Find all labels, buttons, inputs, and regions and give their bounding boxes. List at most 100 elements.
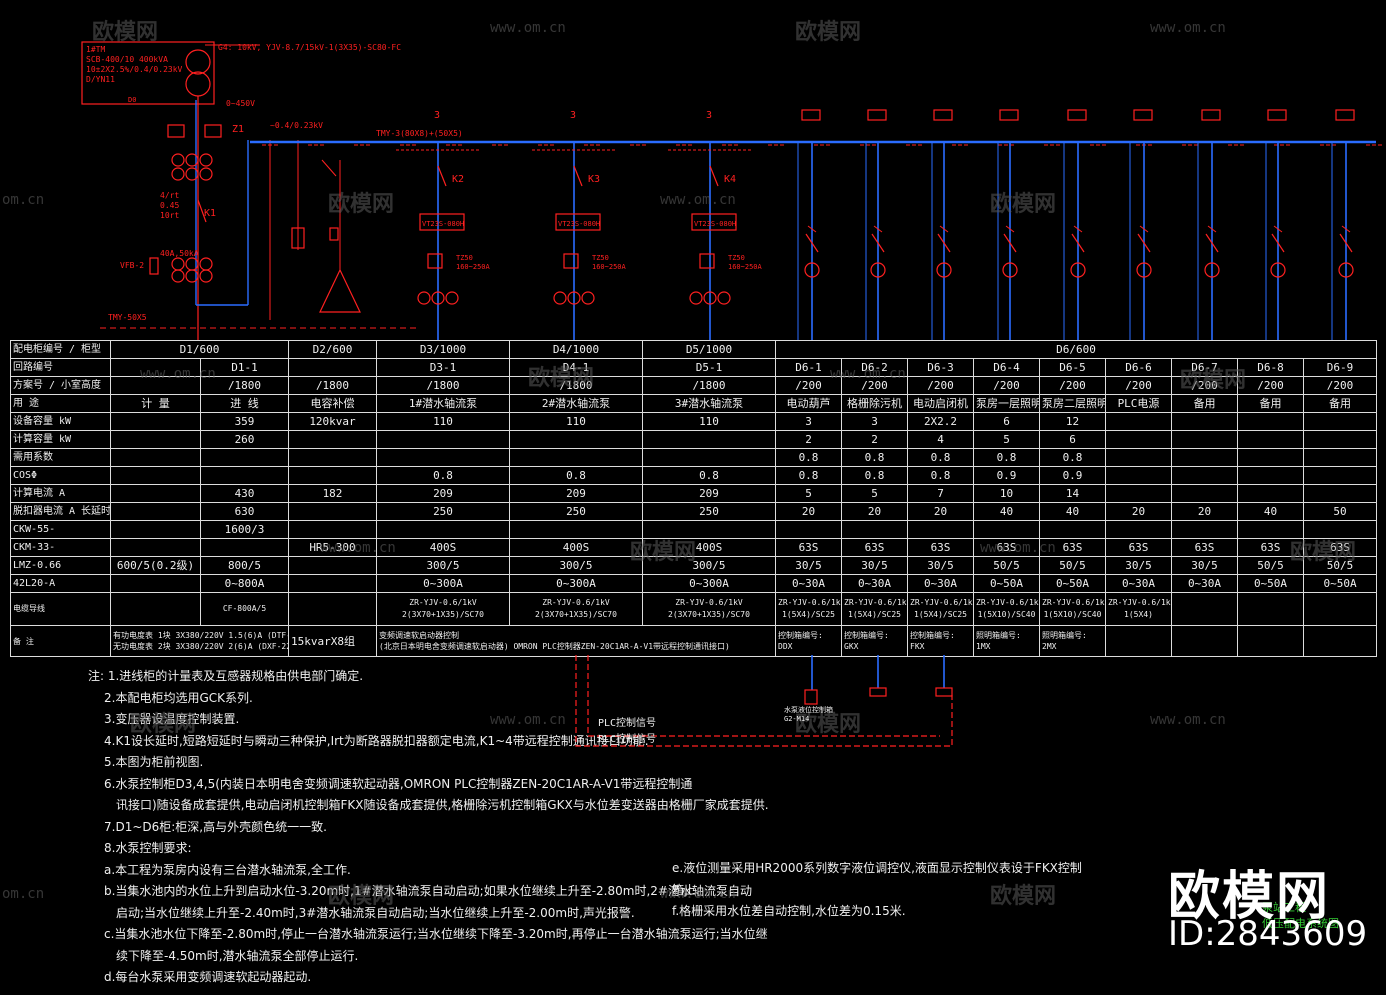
- table-cell: 30/5: [775, 556, 842, 575]
- table-cell: 300/5: [376, 556, 510, 575]
- sensor-box: [869, 687, 887, 697]
- table-cell: 电容补偿: [288, 394, 377, 413]
- breaker: [709, 165, 719, 187]
- table-cell: 30/5: [1105, 556, 1172, 575]
- table-cell: 63S: [1105, 538, 1172, 557]
- table-cell: [1171, 625, 1238, 657]
- breaker: [1139, 225, 1149, 233]
- ct-symbol: [689, 291, 703, 305]
- note-line: a.本工程为泵房内设有三台潜水轴流泵,全工作.: [104, 862, 351, 877]
- table-cell: 3: [841, 412, 908, 431]
- feeder-id: 3: [706, 110, 712, 121]
- table-cell: [841, 520, 908, 539]
- table-cell: D6-3: [907, 358, 974, 377]
- table-cell: [1105, 484, 1172, 503]
- ct-symbol: [199, 257, 213, 271]
- watermark: 欧模网: [328, 884, 395, 909]
- note-line: 注: 1.进线柜的计量表及互感器规格由供电部门确定.: [88, 669, 364, 683]
- breaker: [1137, 233, 1151, 253]
- table-cell: 5: [841, 484, 908, 503]
- branch-tag: [801, 109, 821, 121]
- table-cell: /1800: [376, 376, 510, 395]
- table-cell: D3-1: [376, 358, 510, 377]
- table-cell: 209: [509, 484, 643, 503]
- table-cell: 0.8: [907, 466, 974, 485]
- table-cell: [288, 502, 377, 521]
- transformer-label: D0: [128, 96, 136, 104]
- busbar-label: TMY-3(80X8)+(50X5): [376, 129, 463, 138]
- table-cell: [376, 520, 510, 539]
- watermark: 欧模网: [1290, 540, 1357, 565]
- table-cell: 359: [200, 412, 289, 431]
- note-line: 7.D1~D6柜:柜深,高与外壳颜色统一一致.: [104, 819, 327, 834]
- capacitor-bank: [319, 268, 361, 313]
- k1-label: K1: [204, 208, 216, 219]
- surge-label: VFB-2: [120, 261, 144, 270]
- breaker: [1005, 225, 1015, 233]
- ct-symbol: [171, 269, 185, 283]
- ratio-label: ~0.4/0.23kV: [270, 121, 323, 130]
- table-cell: 计 量: [110, 394, 201, 413]
- breaker: [573, 165, 583, 187]
- ct-symbol: [185, 269, 199, 283]
- table-cell: ZR-YJV-0.6/1kV 2(3X70+1X35)/SC70: [509, 592, 643, 626]
- watermark-url: www.om.cn: [830, 366, 906, 382]
- breaker: [437, 165, 447, 187]
- table-cell: 电动葫芦: [775, 394, 842, 413]
- breaker: [1271, 233, 1285, 253]
- table-cell: ZR-YJV-0.6/1kV 1(5X4): [1105, 592, 1172, 626]
- table-cell: [288, 430, 377, 449]
- k-label: K2: [452, 174, 464, 185]
- table-cell: [110, 448, 201, 467]
- table-cell: 0~50A: [1302, 574, 1378, 593]
- row-header: 42L20-A: [10, 574, 111, 593]
- ct-symbol: [171, 167, 185, 181]
- table-cell: [1302, 592, 1378, 626]
- note-line: 6.水泵控制柜D3,4,5(内装日本明电舍变频调速软起动器,OMRON PLC控…: [104, 776, 693, 791]
- table-cell: 40: [973, 502, 1040, 521]
- branch-tag: [1133, 109, 1153, 121]
- table-cell: [642, 448, 776, 467]
- branch-tag: [1201, 109, 1221, 121]
- table-cell: 30/5: [841, 556, 908, 575]
- table-cell: 40: [1237, 502, 1304, 521]
- table-cell: 备用: [1302, 394, 1378, 413]
- table-cell: 进 线: [200, 394, 289, 413]
- row-header: CKM-33-: [10, 538, 111, 557]
- watermark-url: www.om.cn: [140, 366, 216, 382]
- watermark-url: www.om.cn: [660, 886, 736, 902]
- table-cell: 50/5: [1237, 556, 1304, 575]
- ct-symbol: [199, 167, 213, 181]
- table-cell: 20: [775, 502, 842, 521]
- vfd-label: VT23S-080H: [558, 220, 600, 228]
- feeder-id: 3: [434, 110, 440, 121]
- branch-tag: [1067, 109, 1087, 121]
- branch-tag: [1335, 109, 1355, 121]
- table-cell: [642, 430, 776, 449]
- table-cell: 20: [841, 502, 908, 521]
- ct-symbol: [431, 291, 445, 305]
- table-cell: 控制箱编号: GKX: [841, 625, 908, 657]
- ct-symbol: [171, 153, 185, 167]
- fuse: [329, 227, 339, 241]
- ct-symbol: [553, 291, 567, 305]
- table-cell: 110: [376, 412, 510, 431]
- transformer-spec: 10±2X2.5%/0.4/0.23kV: [86, 65, 183, 74]
- breaker: [1073, 225, 1083, 233]
- table-cell: /1800: [288, 376, 377, 395]
- table-cell: 0.9: [1039, 466, 1106, 485]
- tmy-label: TMY-50X5: [108, 313, 147, 322]
- table-cell: D5-1: [642, 358, 776, 377]
- meter-box: [204, 124, 222, 138]
- table-cell: 20: [1105, 502, 1172, 521]
- table-cell: [110, 484, 201, 503]
- vfd-box: [555, 213, 601, 231]
- vfd-box: [419, 213, 465, 231]
- table-cell: 63S: [1302, 538, 1378, 557]
- table-cell: 63S: [1171, 538, 1238, 557]
- table-cell: 63S: [841, 538, 908, 557]
- ct-symbol: [199, 269, 213, 283]
- table-cell: 10: [973, 484, 1040, 503]
